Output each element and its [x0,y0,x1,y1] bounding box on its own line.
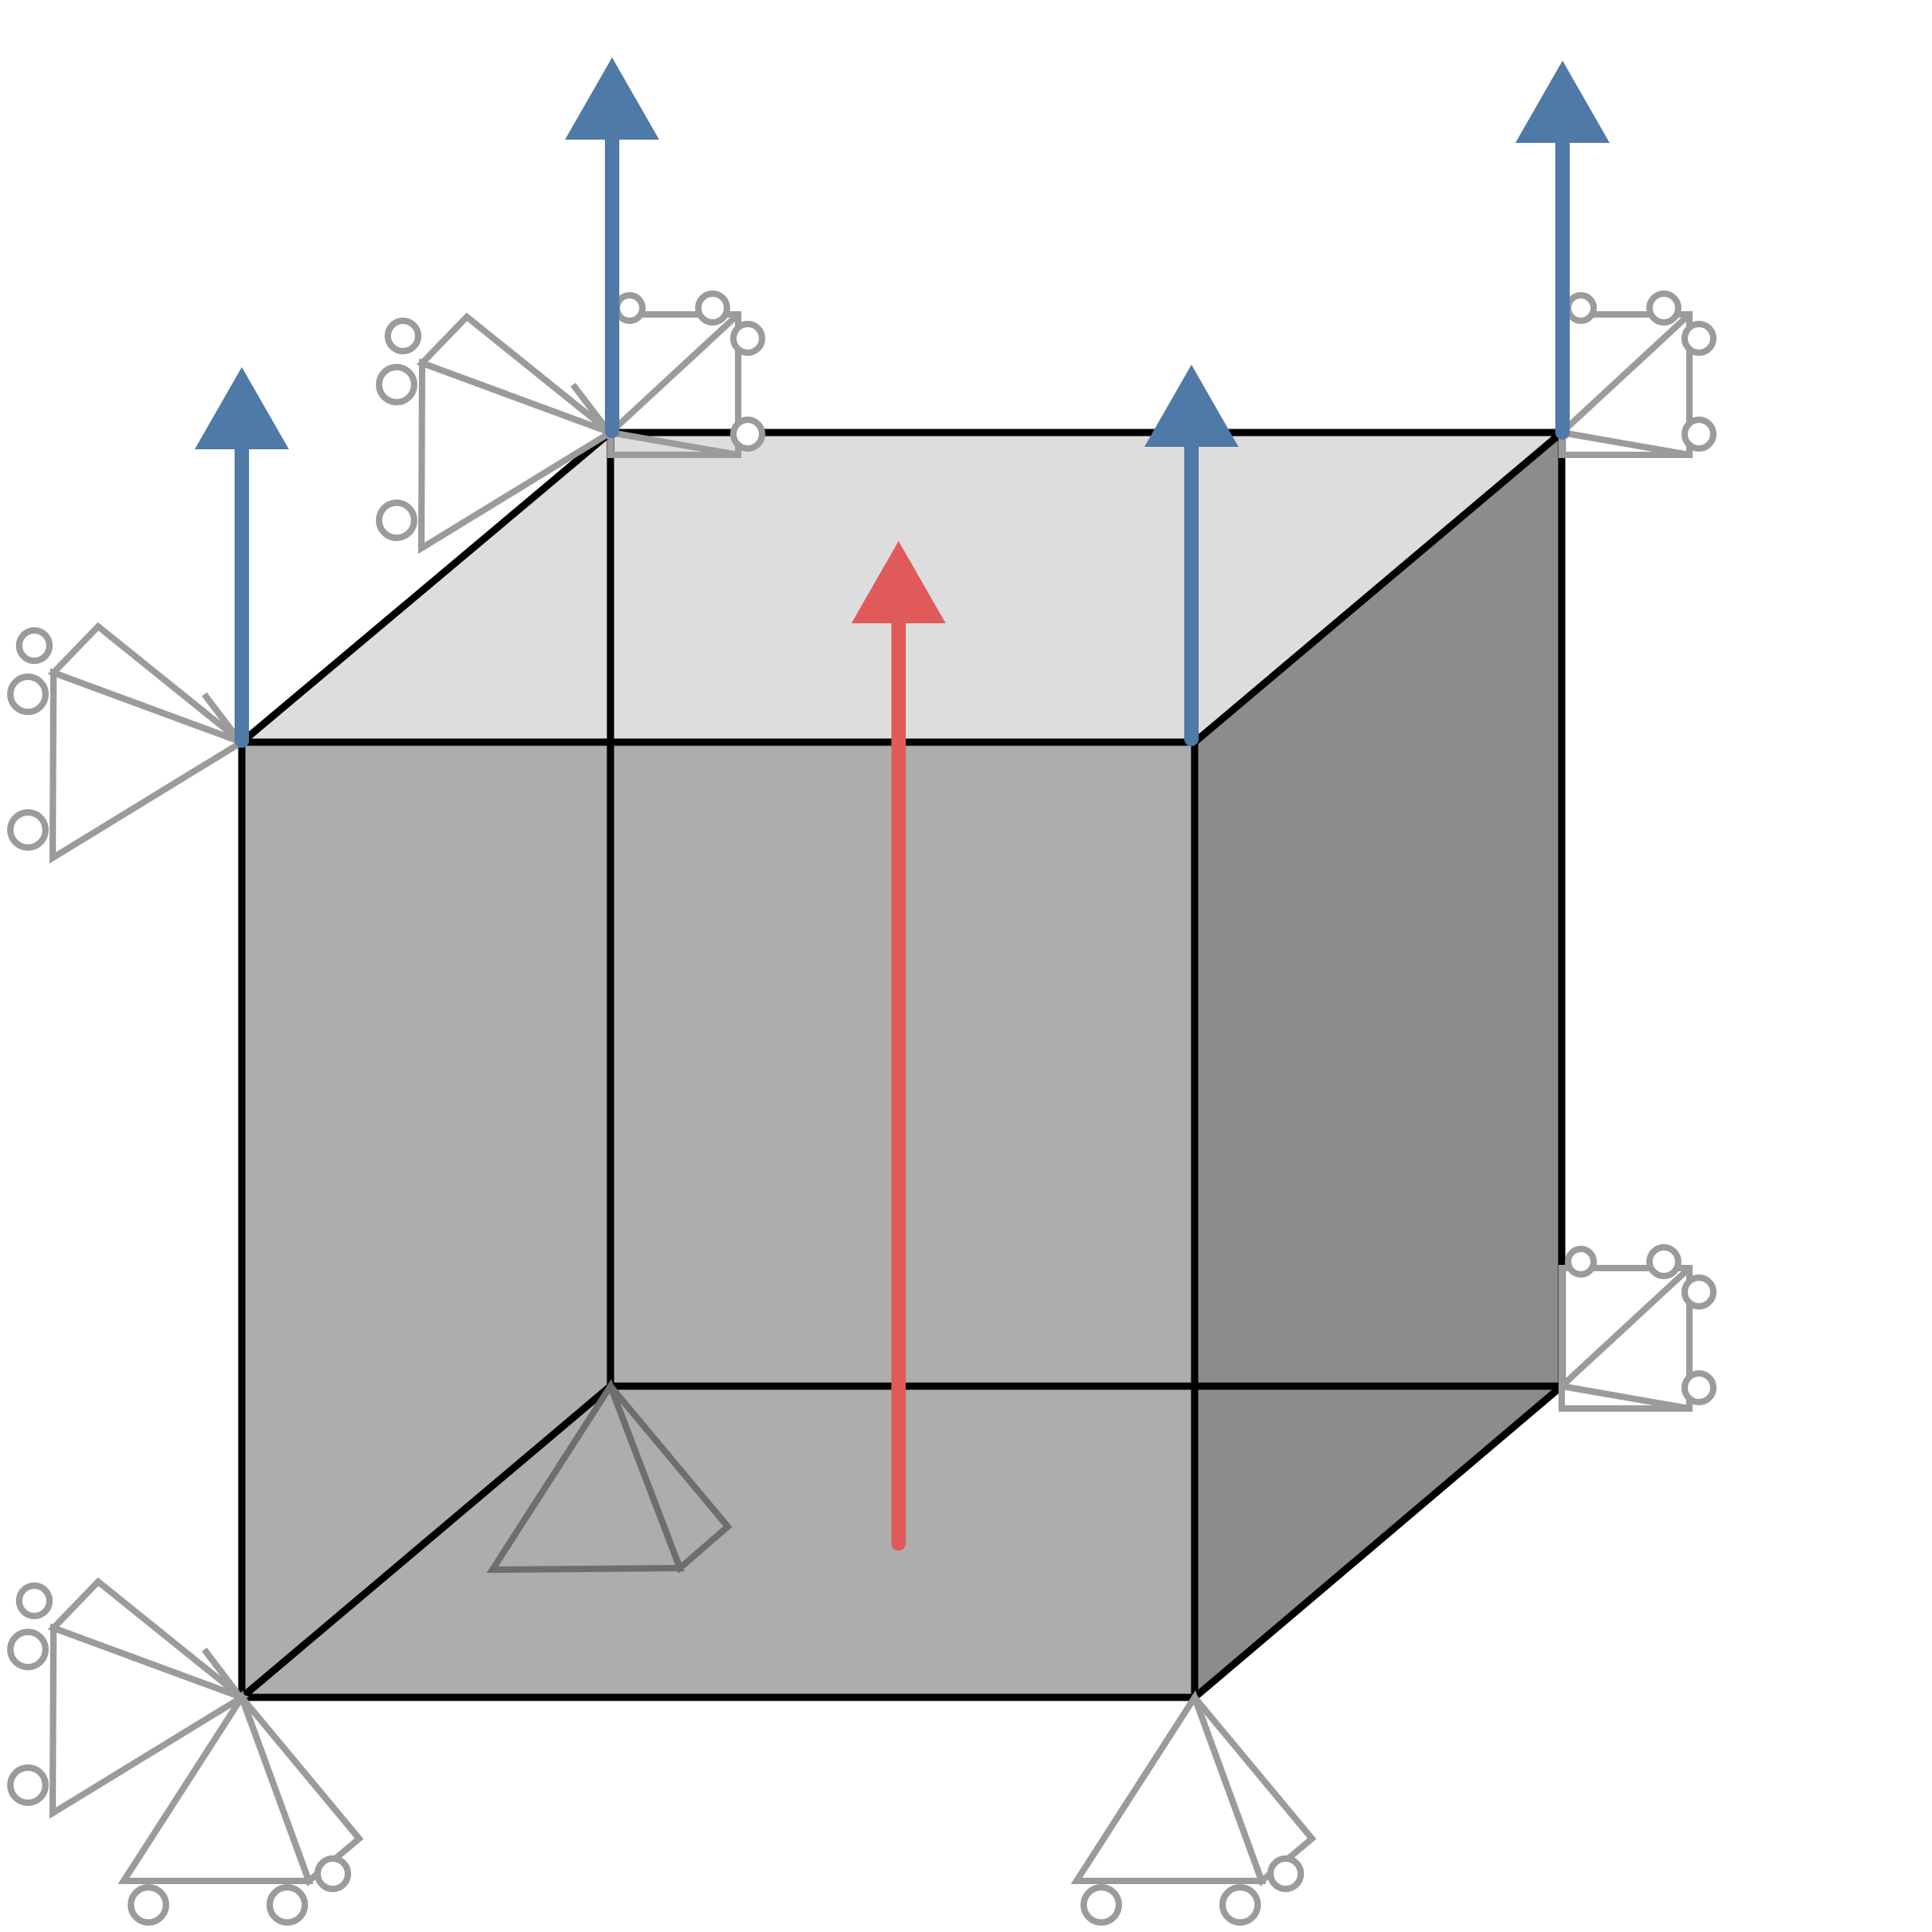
load-arrow-front-left [195,367,289,748]
load-arrow-back-right [1515,61,1610,440]
hidden-support-symbols [486,1379,733,1574]
support-bottom-right-back-cube [1562,1247,1713,1409]
support-top-right-back-cube [1562,294,1713,455]
cube-edge-top-left-depth [238,429,614,746]
support-bottom-right-front-z [1077,1697,1312,1922]
support-top-left-front [10,626,242,858]
body-force-arrow [851,541,946,1551]
cube-edge-left-bottom-depth [238,1382,614,1701]
load-arrow-back-left [565,57,659,438]
load-arrow-front-right [1144,365,1239,746]
support-bottom-left-front [10,1582,242,1813]
support-bottom-left-front-z [124,1697,359,1922]
load-arrows [195,57,1610,748]
cube-edge-top-right-depth [1191,429,1566,746]
support-bottom-left-back-z-side [607,1384,733,1574]
cube-right-face [1195,433,1562,1697]
cube-edge-bottom-right-depth [1191,1382,1566,1701]
cube-edges [238,429,1566,1701]
cube-front-face [242,742,1195,1697]
